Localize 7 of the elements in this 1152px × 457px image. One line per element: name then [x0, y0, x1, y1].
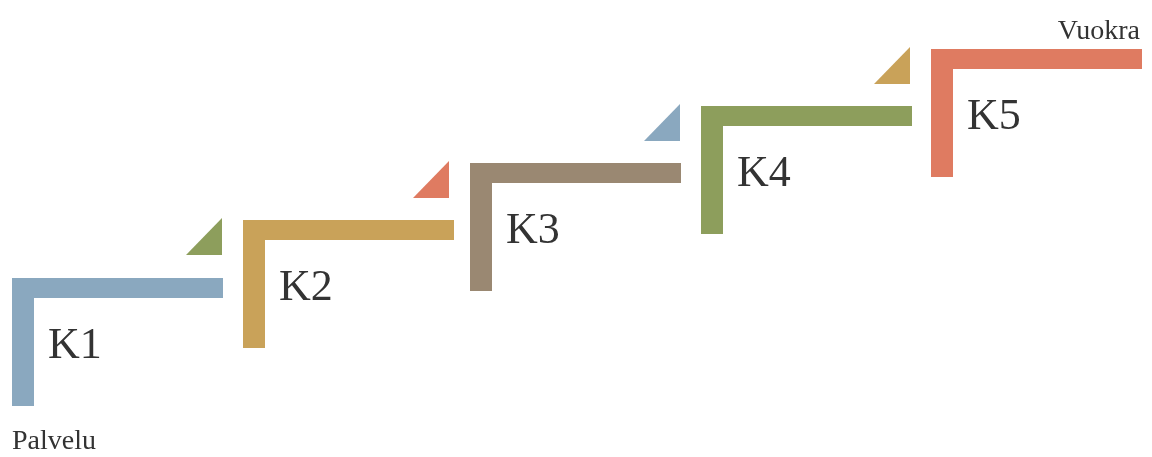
step-label: K4: [737, 148, 791, 196]
step-label: K5: [967, 91, 1021, 139]
step-label: K3: [506, 205, 560, 253]
side-label: Vuokra: [1057, 14, 1140, 46]
side-label: Palvelu: [12, 424, 96, 456]
step-label: K1: [48, 320, 102, 368]
step-label: K2: [279, 262, 333, 310]
